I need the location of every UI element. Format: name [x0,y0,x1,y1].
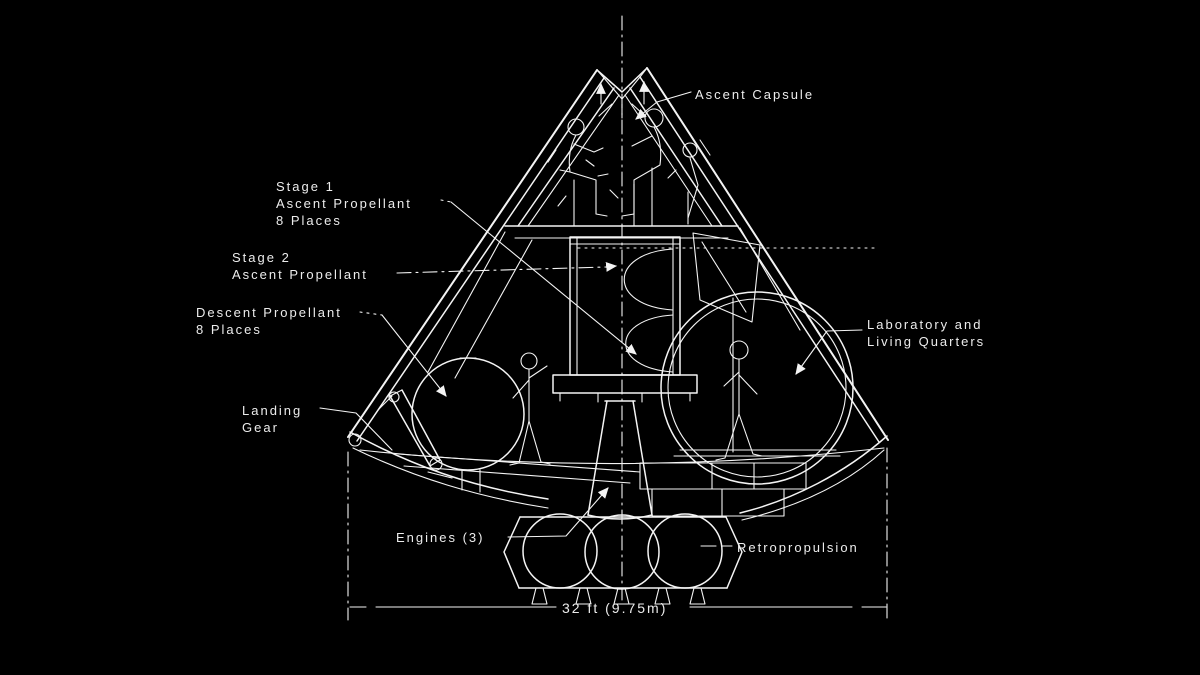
landing-gear-strut [377,389,453,479]
label-text: Descent Propellant [196,305,342,320]
label-stage2-ascent-propellant: Stage 2 Ascent Propellant [232,249,368,283]
ascent-propellant-column [569,236,681,376]
label-text: Laboratory and [867,317,983,332]
laboratory-module [660,291,854,485]
interior-structure [427,227,879,379]
label-text: Ascent Capsule [695,87,815,102]
leader-laboratory [795,329,863,375]
engine-platform-and-nozzle [552,374,698,520]
astronaut-figure-laboratory [715,340,763,461]
leader-engines [507,487,609,538]
engine-circle [522,513,598,589]
leader-descent [381,314,447,397]
label-descent-propellant: Descent Propellant 8 Places [196,304,342,338]
label-retropropulsion: Retropropulsion [737,539,859,556]
label-text: Stage 1 [276,179,335,194]
label-text: Living Quarters [867,334,986,349]
descent-stage-saucer [348,431,888,521]
label-text: Stage 2 [232,250,291,265]
leader-stage2 [396,266,607,274]
leader-ascent-capsule [635,91,692,120]
astronaut-figures-capsule [547,108,711,227]
label-engines: Engines (3) [396,529,484,546]
label-text: Landing [242,403,303,418]
leader-stage1 [450,201,637,355]
label-text: 32 ft (9.75m) [562,600,668,616]
retropropulsion-fairing [503,513,743,605]
label-text: 8 Places [276,213,342,228]
leader-stage2-arrow [605,262,618,272]
engine-circle [584,514,660,590]
dimension-line [347,447,888,621]
engine-circle [647,513,723,589]
label-ascent-capsule: Ascent Capsule [695,86,814,103]
label-text: 8 Places [196,322,262,337]
label-landing-gear: Landing Gear [242,402,302,436]
leader-landing-gear [319,407,393,451]
label-dimension-width: 32 ft (9.75m) [562,600,667,617]
label-text: Engines (3) [396,530,485,545]
leader-stage1-dots [440,199,452,203]
astronaut-figure-deck [509,352,551,466]
label-text: Gear [242,420,279,435]
leader-lines [319,91,863,547]
descent-propellant-tank [411,357,525,493]
label-text: Ascent Propellant [276,196,412,211]
label-stage1-ascent-propellant: Stage 1 Ascent Propellant 8 Places [276,178,412,229]
label-text: Ascent Propellant [232,267,368,282]
hull-outline [347,67,889,443]
label-laboratory: Laboratory and Living Quarters [867,316,985,350]
leader-descent-dots [359,311,383,316]
label-text: Retropropulsion [737,540,859,555]
